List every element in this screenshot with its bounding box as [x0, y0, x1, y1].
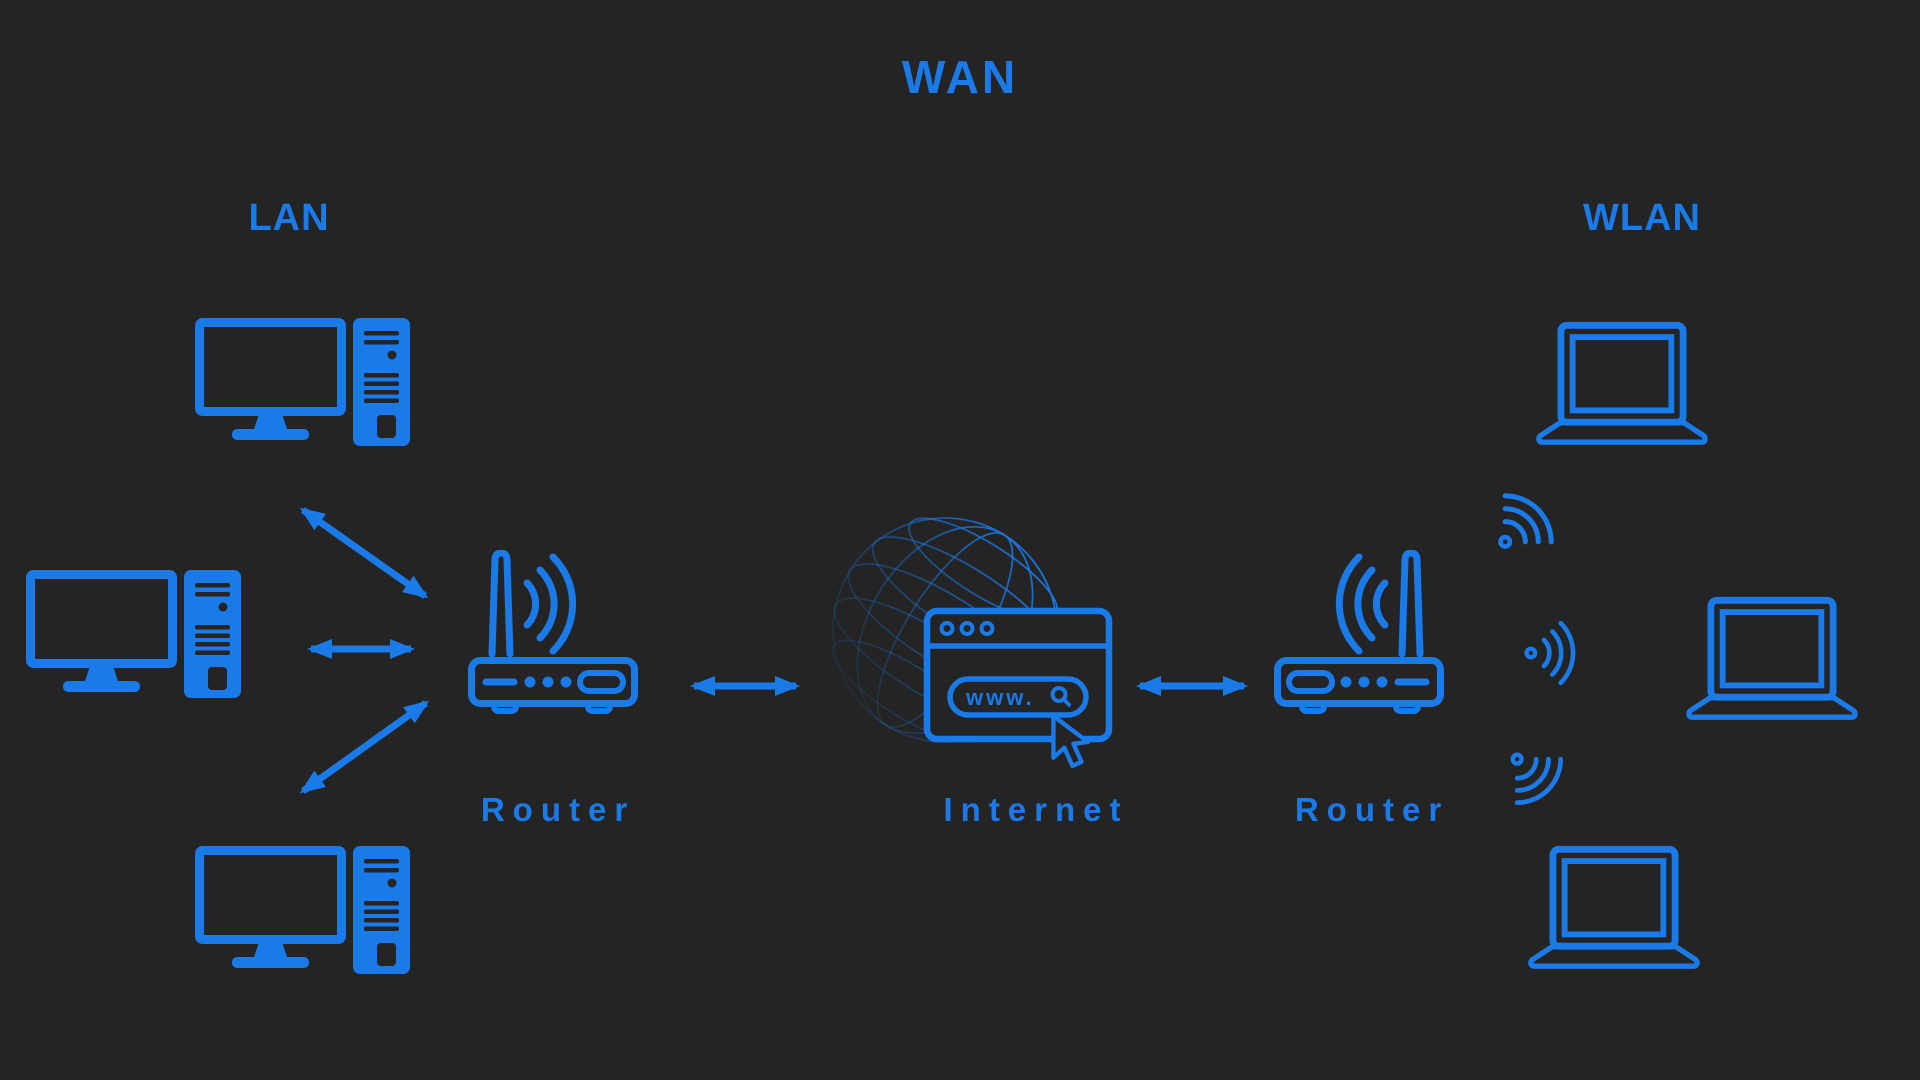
- wlan-zone-label: WLAN: [1583, 197, 1701, 239]
- browser-window-icon: www.: [923, 607, 1113, 743]
- address-bar-text: www.: [965, 685, 1035, 710]
- arrow-desktop1-router: [299, 507, 429, 599]
- search-icon: [1050, 686, 1071, 707]
- internet-label: Internet: [943, 791, 1129, 828]
- wlan-router-label: Router: [1294, 791, 1450, 828]
- browser-window-buttons: [939, 621, 995, 636]
- lan-zone-label: LAN: [248, 197, 330, 239]
- arrow-desktop3-router: [299, 700, 430, 794]
- cursor-icon: [1051, 714, 1091, 769]
- lan-router-label: Router: [480, 791, 636, 828]
- address-bar: [947, 676, 1089, 718]
- diagram-title: WAN: [901, 51, 1019, 103]
